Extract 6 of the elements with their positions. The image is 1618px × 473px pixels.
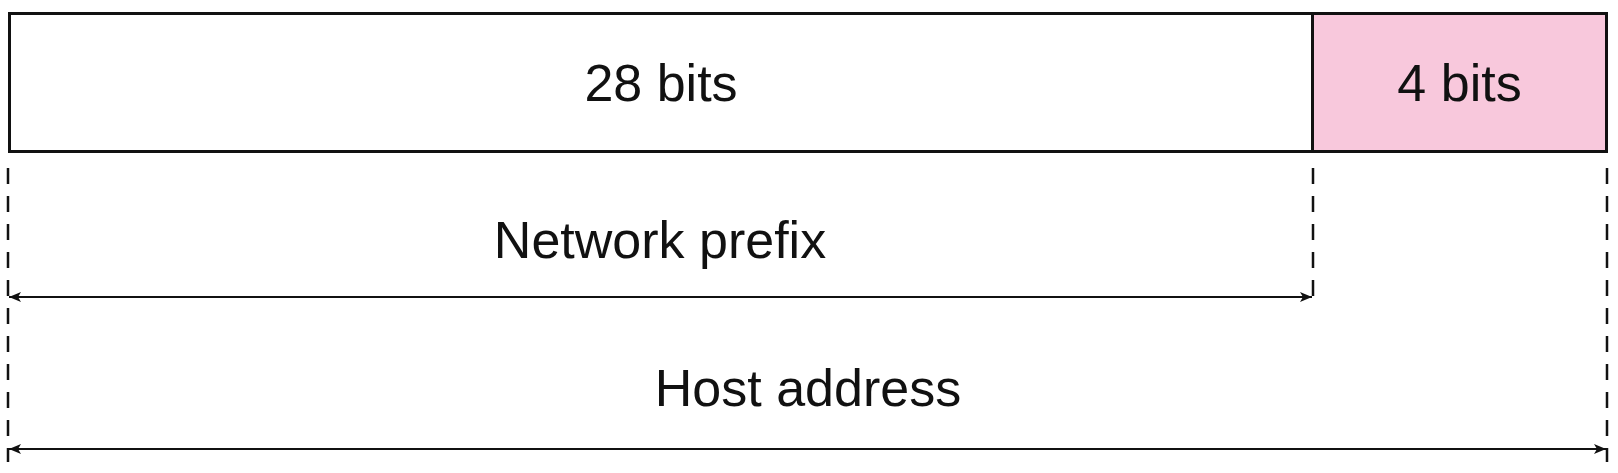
bit-count-text: 4 bits — [1397, 52, 1522, 113]
bit-field-box — [8, 12, 1314, 153]
dimension-label: Network prefix — [493, 210, 827, 270]
bit-field-box — [1311, 12, 1608, 153]
bit-count-text: 28 bits — [584, 52, 738, 113]
dimension-label: Host address — [654, 358, 962, 418]
